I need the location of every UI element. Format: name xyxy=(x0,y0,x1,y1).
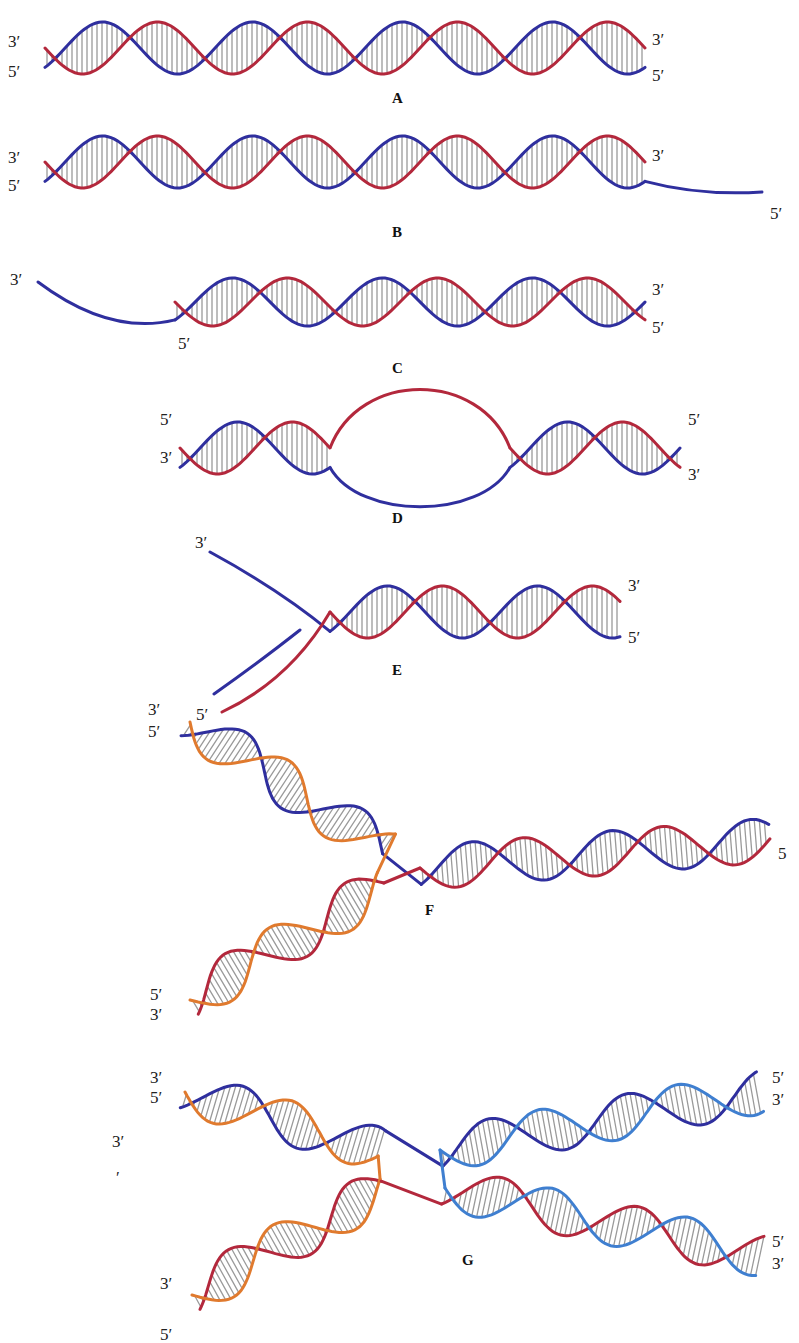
strand-end-label: 5′ xyxy=(196,705,208,725)
strand-end-label: 5′ xyxy=(178,334,190,354)
strand-end-label: 5′ xyxy=(160,410,172,430)
base-pair-rungs xyxy=(193,878,378,1012)
dna-strand xyxy=(330,586,620,638)
dna-strand xyxy=(440,1150,445,1188)
dna-strand xyxy=(190,872,378,1004)
panel-letter: G xyxy=(462,1250,474,1270)
strand-end-label: 5 xyxy=(778,844,787,864)
strand-end-label: 5′ xyxy=(148,722,160,742)
strand-end-label: 3′ xyxy=(148,700,160,720)
base-pair-rungs xyxy=(177,278,642,326)
strand-end-label: ′ xyxy=(116,1168,120,1188)
dna-strand xyxy=(198,879,383,1014)
base-pair-rungs xyxy=(195,1179,379,1308)
dna-strand xyxy=(445,1188,756,1276)
dna-strand xyxy=(210,552,330,631)
panel-letter: F xyxy=(425,900,434,920)
dna-strand xyxy=(330,390,510,449)
dna-strand xyxy=(510,422,680,474)
strand-end-label: 5′ xyxy=(770,204,782,224)
dna-strand xyxy=(181,729,383,854)
strand-end-label: 5′ xyxy=(628,628,640,648)
strand-end-label: 5′ xyxy=(150,985,162,1005)
strand-end-label: 3′ xyxy=(652,280,664,300)
dna-strand xyxy=(443,1072,757,1166)
dna-strand xyxy=(381,1181,441,1204)
panel-letter: E xyxy=(392,660,402,680)
strand-end-label: 5′ xyxy=(688,410,700,430)
base-pair-rungs xyxy=(183,725,394,852)
dna-strand xyxy=(200,1179,381,1310)
dna-strand xyxy=(330,586,620,638)
strand-end-label: 3′ xyxy=(772,1090,784,1110)
dna-strand xyxy=(420,827,770,888)
dna-strand xyxy=(190,722,395,841)
panel-letter: B xyxy=(392,222,402,242)
dna-strand xyxy=(185,1092,378,1164)
dna-strand xyxy=(38,282,175,324)
strand-end-label: 3′ xyxy=(772,1254,784,1274)
dna-strand xyxy=(214,630,300,694)
strand-end-label: 3′ xyxy=(8,32,20,52)
dna-strand xyxy=(378,834,396,872)
dna-strand xyxy=(510,422,680,474)
strand-end-label: 3′ xyxy=(628,576,640,596)
panel-letter: C xyxy=(392,358,403,378)
dna-strand xyxy=(378,1156,380,1179)
strand-end-label: 5′ xyxy=(8,176,20,196)
strand-end-label: 5′ xyxy=(652,66,664,86)
strand-end-label: 3′ xyxy=(688,465,700,485)
strand-end-label: 5′ xyxy=(652,318,664,338)
dna-strand xyxy=(45,136,645,188)
dna-strand xyxy=(175,278,645,326)
panel-letter: D xyxy=(392,508,403,528)
strand-end-label: 3′ xyxy=(150,1068,162,1088)
dna-strand xyxy=(386,1131,443,1166)
strand-end-label: 5′ xyxy=(160,1325,172,1343)
dna-strand xyxy=(180,422,330,474)
dna-strand xyxy=(222,612,330,712)
dna-strand xyxy=(45,136,645,188)
strand-end-label: 3′ xyxy=(150,1005,162,1025)
dna-strand xyxy=(175,278,645,326)
dna-strand xyxy=(440,1084,764,1166)
strand-end-label: 3′ xyxy=(160,1274,172,1294)
base-pair-rungs xyxy=(183,1085,385,1164)
dna-strand xyxy=(192,1179,380,1300)
strand-end-label: 3′ xyxy=(112,1132,124,1152)
dna-strand xyxy=(442,1177,764,1265)
dna-strand xyxy=(45,22,645,74)
dna-strand xyxy=(330,467,510,506)
strand-end-label: 3′ xyxy=(160,448,172,468)
strand-end-label: 3′ xyxy=(652,146,664,166)
strand-end-label: 3′ xyxy=(10,270,22,290)
strand-end-label: 5′ xyxy=(772,1068,784,1088)
base-pair-rungs xyxy=(512,422,677,474)
panel-letter: A xyxy=(392,88,403,108)
strand-end-label: 5′ xyxy=(150,1088,162,1108)
dna-strand xyxy=(45,22,645,74)
dna-strand xyxy=(180,422,330,474)
strand-end-label: 3′ xyxy=(195,533,207,553)
dna-strand xyxy=(384,868,420,883)
strand-end-label: 3′ xyxy=(652,30,664,50)
strand-end-label: 5′ xyxy=(8,62,20,82)
dna-strand xyxy=(645,181,762,192)
strand-end-label: 5′ xyxy=(772,1232,784,1252)
strand-end-label: 3′ xyxy=(8,148,20,168)
dna-strand xyxy=(180,1085,385,1149)
dna-strand xyxy=(383,854,422,885)
